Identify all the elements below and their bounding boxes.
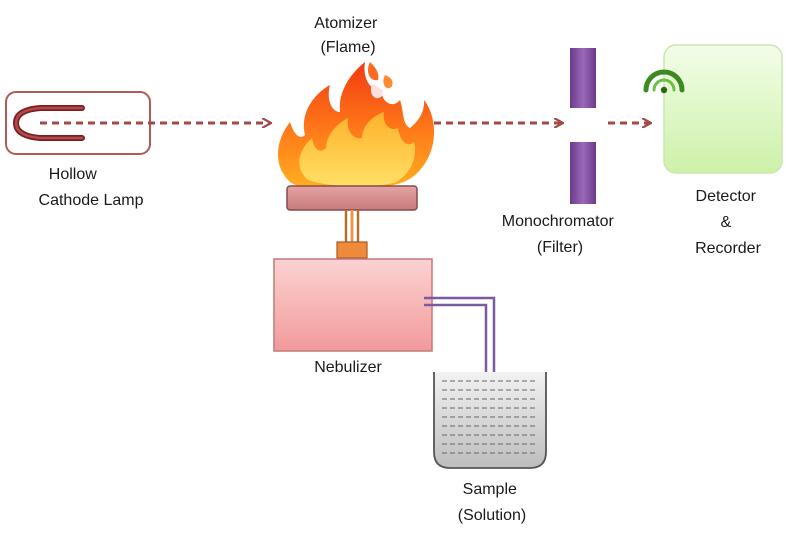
detector-recorder — [643, 44, 783, 174]
nebulizer-chamber — [273, 258, 433, 352]
monochromator-label-line-2: (Filter) — [537, 239, 583, 256]
detector-label: Detector & Recorder — [695, 188, 761, 257]
monochromator-label-line-1: Monochromator — [502, 213, 615, 230]
lamp-label-line-2: Cathode Lamp — [39, 192, 144, 209]
detector-label-line-1: Detector — [696, 188, 757, 205]
capillary-tube — [424, 296, 496, 390]
monochromator-label: Monochromator (Filter) — [502, 213, 619, 256]
nebulizer-label: Nebulizer — [314, 359, 382, 376]
atomizer-label-line-2: (Flame) — [320, 39, 375, 56]
detector-label-line-3: Recorder — [695, 240, 761, 257]
burner-head — [286, 185, 418, 211]
sample-beaker — [433, 372, 547, 469]
solution-level-lines — [442, 380, 538, 454]
sample-label-line-2: (Solution) — [458, 507, 526, 524]
hollow-cathode-lamp-icon — [12, 105, 85, 141]
detector-box — [663, 44, 783, 174]
burner-stem — [344, 210, 360, 244]
sample-label-line-1: Sample — [463, 481, 517, 498]
filter-slit-bottom — [570, 142, 596, 204]
detector-label-line-2: & — [720, 214, 731, 231]
signal-detector-icon — [643, 69, 685, 94]
monochromator-filter — [570, 48, 596, 204]
lamp-label-line-1: Hollow — [49, 166, 97, 183]
lamp-label: Hollow Cathode Lamp — [39, 166, 144, 209]
filter-slit-top — [570, 48, 596, 108]
flame-icon — [277, 62, 435, 189]
atomizer-label-line-1: Atomizer — [314, 15, 378, 32]
nebulizer-connector — [336, 241, 368, 259]
sample-label: Sample (Solution) — [458, 481, 526, 524]
atomizer-label: Atomizer (Flame) — [314, 15, 382, 56]
